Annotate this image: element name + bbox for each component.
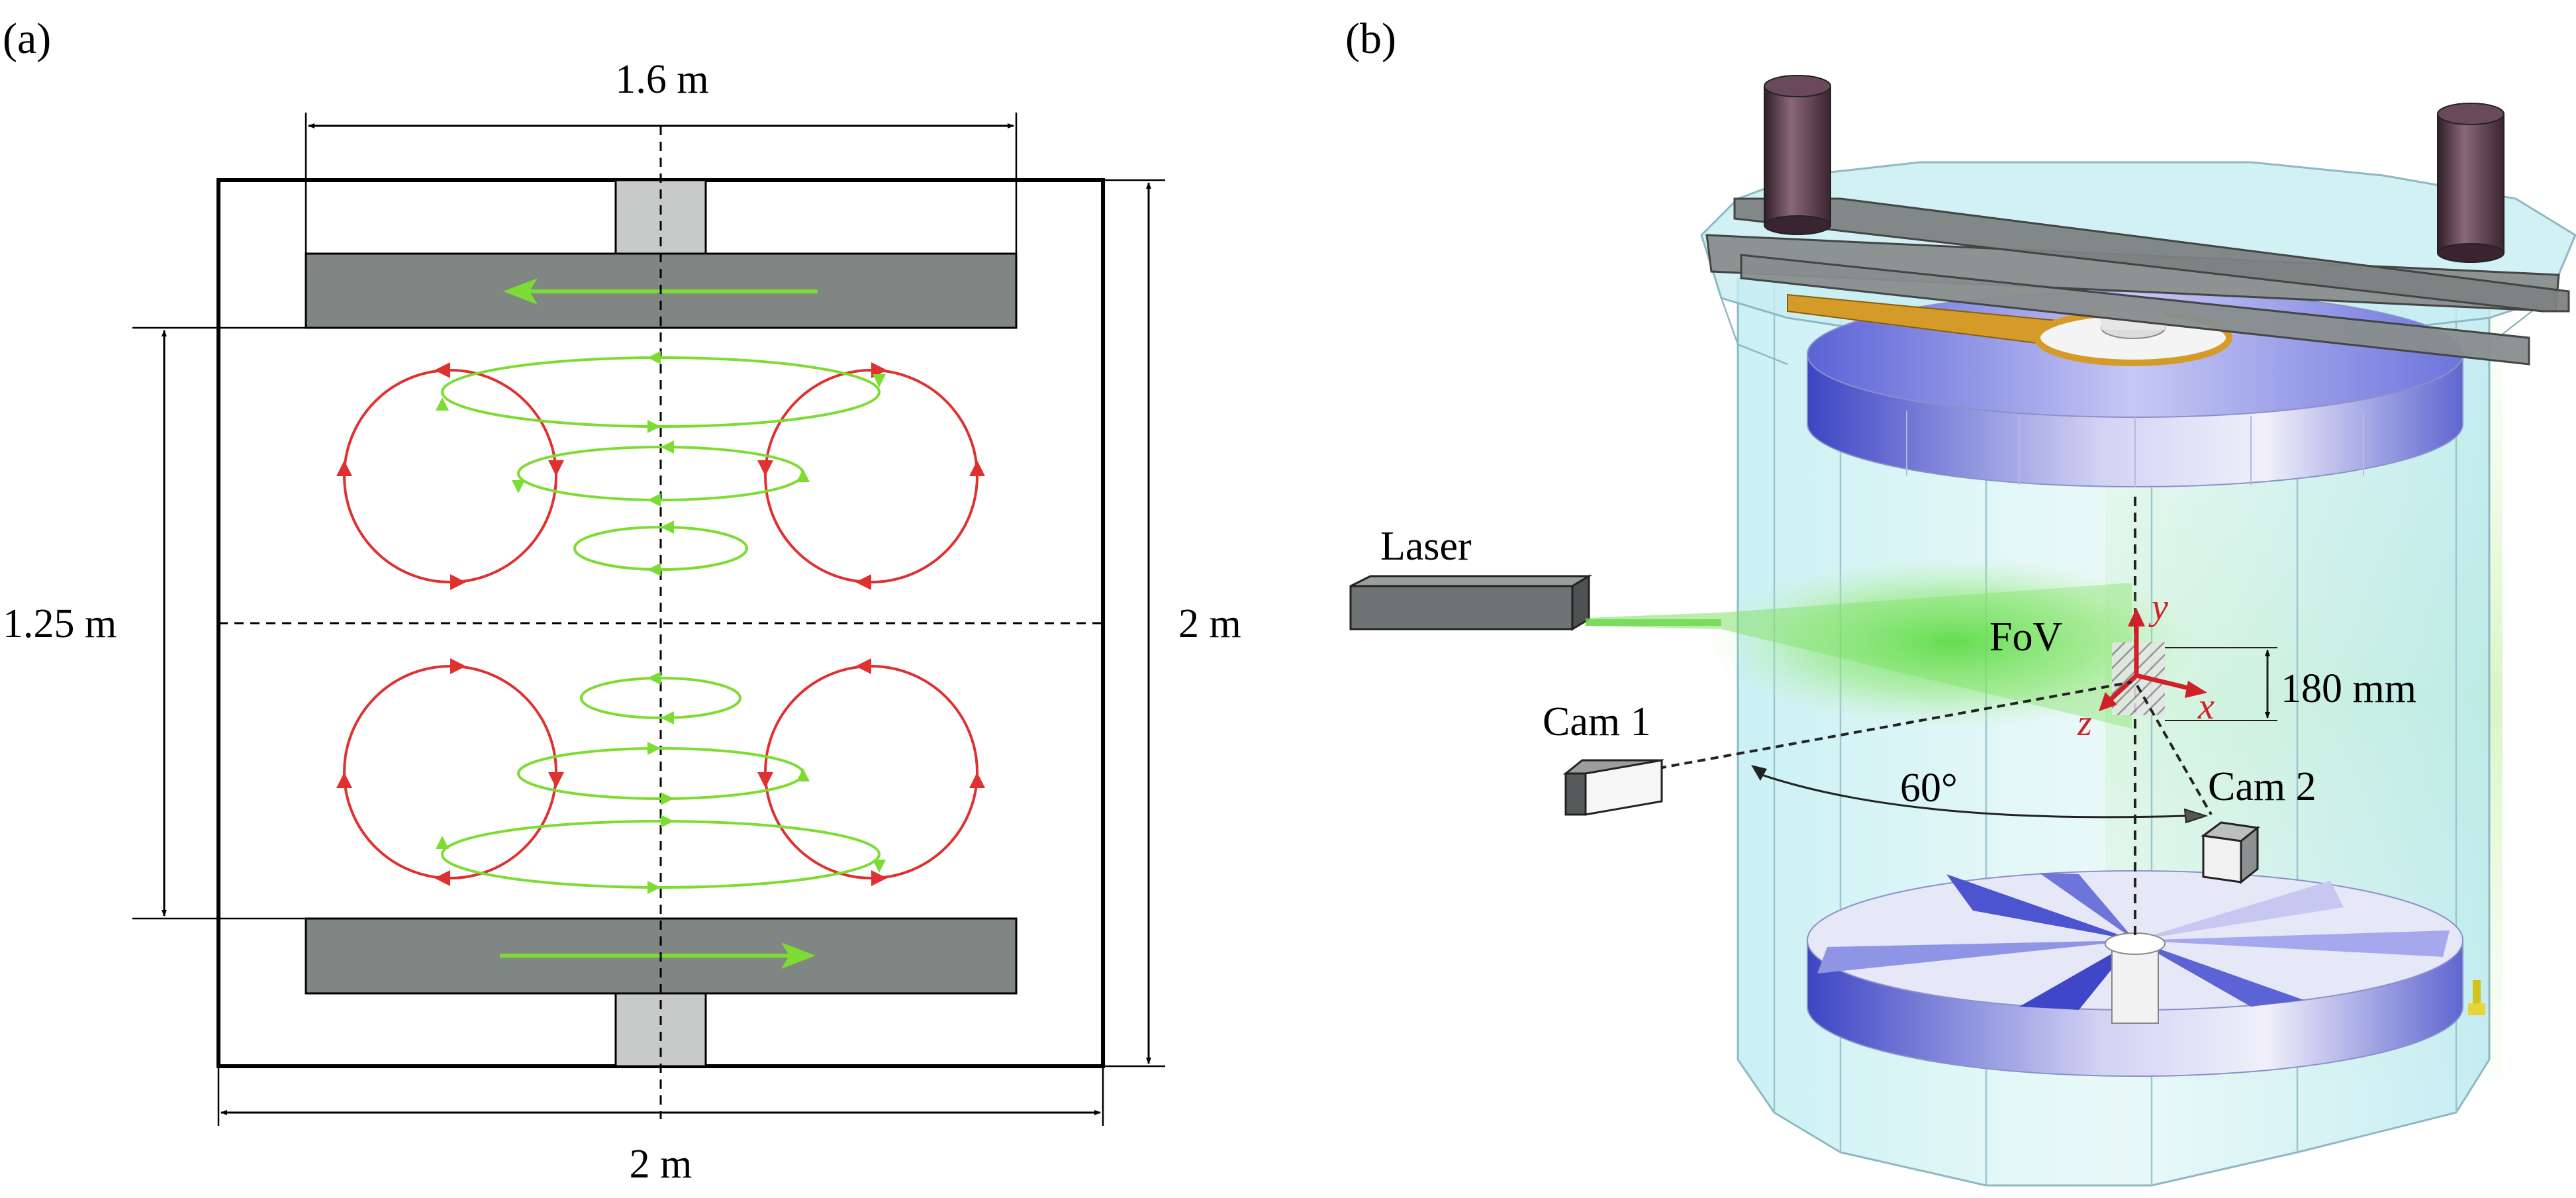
axis-z-label: z [2077,703,2092,744]
laser-sheet-glow [1708,556,2198,728]
cam1-line-of-sight [1658,681,2132,770]
cam2-line-of-sight [2136,685,2213,815]
coordinate-axes [2099,608,2207,711]
camera-box-icon-2 [2201,821,2260,885]
laser-label: Laser [1380,524,1472,569]
bottom-disk [1807,870,2463,1077]
angle-arc [1757,772,2185,819]
support-beams [1705,197,2570,366]
red-vortex-arrows [336,362,985,886]
fov-size-label: 180 mm [2281,666,2416,711]
dim-label-width: 2 m [630,1142,692,1187]
dim-label-1-6m: 1.6 m [615,57,708,102]
green-swirl-arrows [436,351,886,894]
laser-box-icon [1349,574,1593,631]
angle-label: 60° [1900,766,1958,811]
dim-label-gap: 1.25 m [3,601,117,646]
dim-label-height: 2 m [1178,601,1241,646]
panel-a: (a) 1.6 m 2 m [0,15,1241,1187]
arrow-right-icon [500,942,816,969]
fov-label: FoV [1989,615,2062,660]
camera-box-icon [1562,759,1664,816]
side-fitting [2473,980,2481,1007]
panel-b-label: (b) [1345,15,1396,63]
cam2-label: Cam 2 [2208,764,2316,809]
motor-cylinder-icon-right [2437,103,2504,263]
arrow-left-icon [503,278,818,305]
motor-cylinder-icon [1764,75,1831,235]
axis-y-label: y [2148,587,2168,628]
panel-b: (b) [1345,15,2576,1187]
cam1-label: Cam 1 [1543,699,1651,744]
panel-a-label: (a) [3,15,51,63]
